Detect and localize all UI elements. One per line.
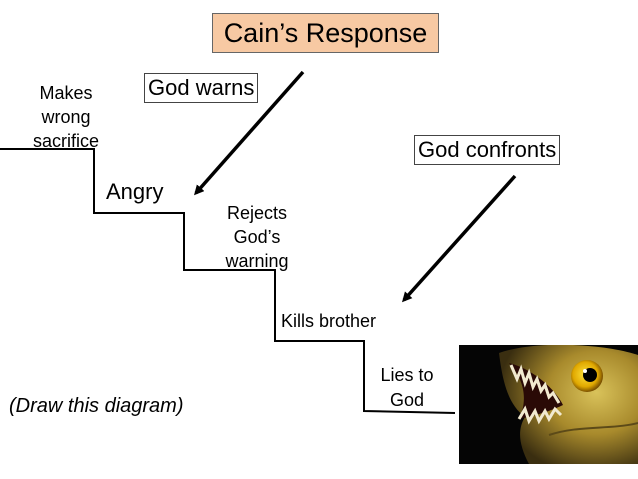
lies-to-god-label: Lies to God: [380, 365, 434, 411]
makes-wrong-sacrifice-label: Makes wrong sacrifice: [32, 83, 99, 151]
god-confronts-label: God confronts: [414, 135, 561, 165]
god-confronts-arrow: [401, 174, 517, 303]
god-warns-label: God warns: [144, 73, 259, 103]
staircase-line: [0, 148, 456, 414]
instruction-text: (Draw this diagram): [9, 395, 184, 417]
angry-label: Angry: [106, 179, 164, 204]
god-warns-arrow: [194, 70, 305, 196]
piranha-photo: [459, 345, 638, 464]
rejects-warning-label: Rejects God’s warning: [225, 203, 289, 271]
kills-brother-label: Kills brother: [281, 311, 377, 331]
diagram-title: Cain’s Response: [212, 13, 439, 53]
